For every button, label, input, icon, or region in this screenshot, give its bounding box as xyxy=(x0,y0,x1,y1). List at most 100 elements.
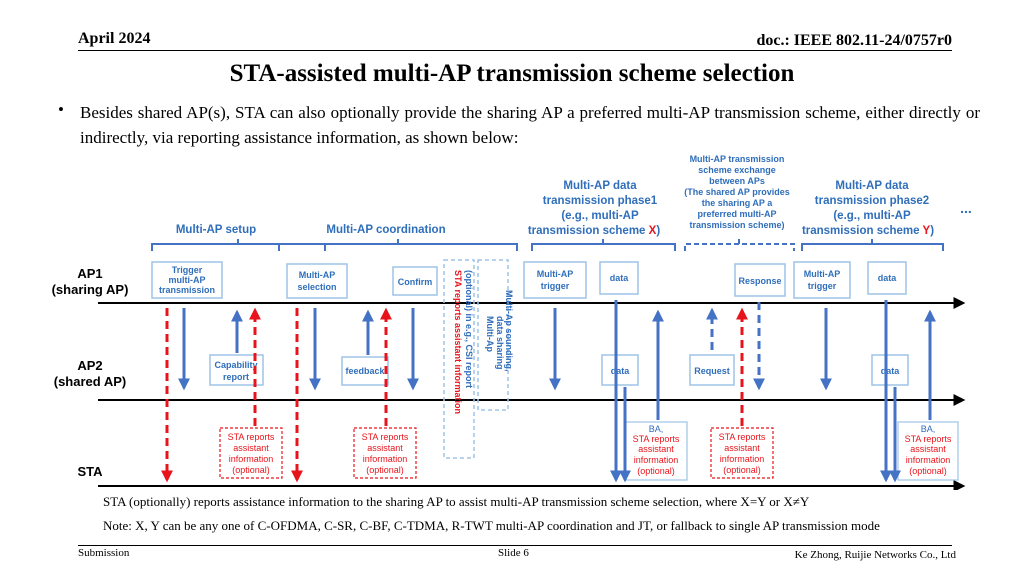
trigger1-line2: trigger xyxy=(541,281,570,291)
selection-line1: Multi-AP xyxy=(299,270,336,280)
sounding-vertical-line2: data sharing xyxy=(495,316,505,370)
sta-report-5-line1: STA reports xyxy=(905,434,952,444)
sta-report-2-line3: information xyxy=(363,454,408,464)
trigger2-box xyxy=(793,261,851,299)
data1-ap2-label: data xyxy=(611,366,631,376)
sta-report-3-line2: assistant xyxy=(638,444,674,454)
sta-report-vertical-line1: STA reports assistant information xyxy=(453,270,463,414)
feedback-box xyxy=(341,356,389,386)
more-phases-ellipsis: ... xyxy=(960,200,972,216)
response-box xyxy=(734,263,786,297)
sta-report-1-line3: information xyxy=(229,454,274,464)
phase2-label-line4: transmission scheme Y) xyxy=(802,225,934,237)
sta-report-2-line2: assistant xyxy=(367,443,403,453)
exchange-label-line3: between APs xyxy=(709,176,765,186)
exchange-label-line6: preferred multi-AP xyxy=(697,209,776,219)
feedback-label: feedback xyxy=(345,366,385,376)
caption-assistance: STA (optionally) reports assistance info… xyxy=(103,494,810,509)
sta-report-3-line1: STA reports xyxy=(633,434,680,444)
header-date: April 2024 xyxy=(78,30,151,47)
sta-report-1-line2: assistant xyxy=(233,443,269,453)
sta-report-4-line2: assistant xyxy=(724,443,760,453)
sta-report-1-line4: (optional) xyxy=(232,465,270,475)
ap2-label: AP2 xyxy=(77,358,102,373)
sta-report-vertical-box xyxy=(443,259,475,459)
exchange-label-line2: scheme exchange xyxy=(698,165,776,175)
capability-line1: Capability xyxy=(214,360,257,370)
trigger-tx-line1: Trigger xyxy=(172,265,203,275)
phase2-bracket xyxy=(801,239,944,251)
coordination-phase-label: Multi-AP coordination xyxy=(326,224,445,236)
trigger1-line1: Multi-AP xyxy=(537,269,574,279)
phase1-label-line2: transmission phase1 xyxy=(543,195,658,207)
sounding-vertical-line3: Multi-Ap sounding, xyxy=(504,290,514,371)
sta-report-box-3: BA, STA reports assistant information (o… xyxy=(624,421,688,481)
sta-report-2-line1: STA reports xyxy=(362,432,409,442)
data1-ap1-box xyxy=(599,261,639,295)
header-divider xyxy=(78,50,952,51)
exchange-bracket xyxy=(684,239,795,251)
sta-report-4-line4: (optional) xyxy=(723,465,761,475)
selection-line2: selection xyxy=(297,282,336,292)
phase2-label-line1: Multi-AP data xyxy=(835,180,909,192)
selection-box xyxy=(286,263,348,299)
sounding-vertical-line1: Multi-Ap xyxy=(485,316,495,352)
phase1-label-line4: transmission scheme X) xyxy=(528,225,660,237)
multi-ap-diagram: AP1 (sharing AP) AP2 (shared AP) STA Mul… xyxy=(52,154,972,490)
setup-bracket xyxy=(151,239,326,251)
footer-slide-number: Slide 6 xyxy=(498,547,529,559)
data1-ap1-label: data xyxy=(610,273,630,283)
request-box xyxy=(689,354,735,386)
caption-note: Note: X, Y can be any one of C-OFDMA, C-… xyxy=(103,518,880,533)
sta-report-1-line1: STA reports xyxy=(228,432,275,442)
slide-title: STA-assisted multi-AP transmission schem… xyxy=(229,60,795,87)
sta-report-5-line3: information xyxy=(906,455,951,465)
ap2-sublabel: (shared AP) xyxy=(54,374,126,389)
sta-report-5-ba: BA, xyxy=(921,424,936,434)
trigger-tx-line2: multi-AP xyxy=(169,275,206,285)
sta-report-box-1: STA reports assistant information (optio… xyxy=(219,427,283,479)
response-label: Response xyxy=(738,276,781,286)
sta-report-box-5: BA, STA reports assistant information (o… xyxy=(897,421,959,481)
sta-report-5-line2: assistant xyxy=(910,444,946,454)
sta-report-3-line3: information xyxy=(634,455,679,465)
exchange-label-line5: the sharing AP a xyxy=(702,198,774,208)
capability-line2: report xyxy=(223,372,249,382)
sta-report-vertical-line2: (optional) in e.g., CSI report xyxy=(464,270,474,388)
confirm-label: Confirm xyxy=(398,277,433,287)
coordination-bracket xyxy=(278,239,518,251)
data2-ap1-label: data xyxy=(878,273,898,283)
phase2-label-line3: (e.g., multi-AP xyxy=(833,210,911,222)
sta-report-3-ba: BA, xyxy=(649,424,664,434)
request-label: Request xyxy=(694,366,730,376)
sta-report-5-line4: (optional) xyxy=(909,466,947,476)
data1-ap2-box xyxy=(601,354,639,386)
trigger2-line2: trigger xyxy=(808,281,837,291)
phase2-label-line2: transmission phase2 xyxy=(815,195,929,207)
data2-ap2-box xyxy=(871,354,909,386)
data2-ap2-label: data xyxy=(881,366,901,376)
footer-divider xyxy=(78,545,952,546)
trigger-tx-line3: transmission xyxy=(159,285,215,295)
footer-submission: Submission xyxy=(78,547,130,559)
sta-report-2-line4: (optional) xyxy=(366,465,404,475)
footer-author: Ke Zhong, Ruijie Networks Co., Ltd xyxy=(794,549,956,561)
bullet-text: Besides shared AP(s), STA can also optio… xyxy=(80,103,980,147)
ap1-label: AP1 xyxy=(77,266,102,281)
exchange-label-line4: (The shared AP provides xyxy=(684,187,790,197)
sta-report-box-4: STA reports assistant information (optio… xyxy=(710,427,774,479)
sta-report-3-line4: (optional) xyxy=(637,466,675,476)
data2-ap1-box xyxy=(867,261,907,295)
sta-report-box-2: STA reports assistant information (optio… xyxy=(353,427,417,479)
confirm-box xyxy=(392,266,438,296)
bullet-marker: • xyxy=(58,100,64,119)
phase1-label-line1: Multi-AP data xyxy=(563,180,637,192)
exchange-label-line1: Multi-AP transmission xyxy=(690,154,785,164)
setup-phase-label: Multi-AP setup xyxy=(176,224,256,236)
exchange-label-line7: transmission scheme) xyxy=(689,220,784,230)
sounding-vertical-box xyxy=(477,259,509,411)
sta-report-4-line1: STA reports xyxy=(719,432,766,442)
sta-label: STA xyxy=(77,464,103,479)
trigger2-line1: Multi-AP xyxy=(804,269,841,279)
sta-report-4-line3: information xyxy=(720,454,765,464)
